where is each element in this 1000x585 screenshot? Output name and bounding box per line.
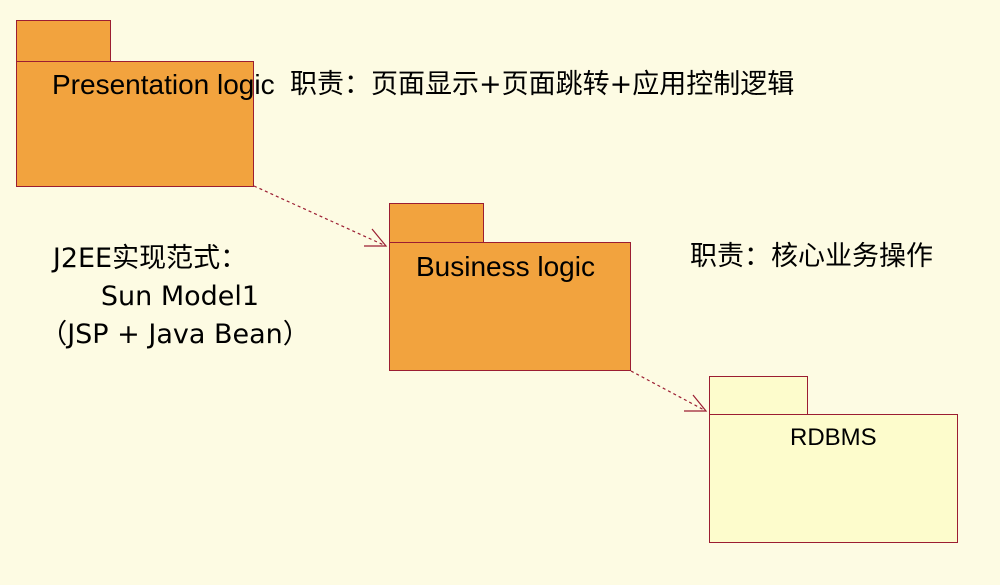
business-package-tab [389,203,484,243]
business-package [389,242,631,371]
business-package-label: Business logic [416,251,595,282]
rdbms-package [709,414,958,543]
j2ee-line-1: J2EE实现范式： [52,243,248,274]
j2ee-paradigm-note: J2EE实现范式： Sun Model1 （JSP + Java Bean） [20,240,340,354]
rdbms-package-label: RDBMS [790,424,877,451]
presentation-responsibility-note: 职责：页面显示+页面跳转+应用控制逻辑 [290,69,795,100]
presentation-package [16,61,254,187]
j2ee-line-2: Sun Model1 [100,281,260,312]
rdbms-package-tab [709,376,808,415]
business-responsibility-note: 职责：核心业务操作 [690,241,933,272]
business-to-rdbms-arrow [630,370,708,412]
presentation-to-business-arrow [253,185,388,247]
j2ee-line-3: （JSP + Java Bean） [40,319,310,350]
presentation-package-tab [16,20,111,62]
